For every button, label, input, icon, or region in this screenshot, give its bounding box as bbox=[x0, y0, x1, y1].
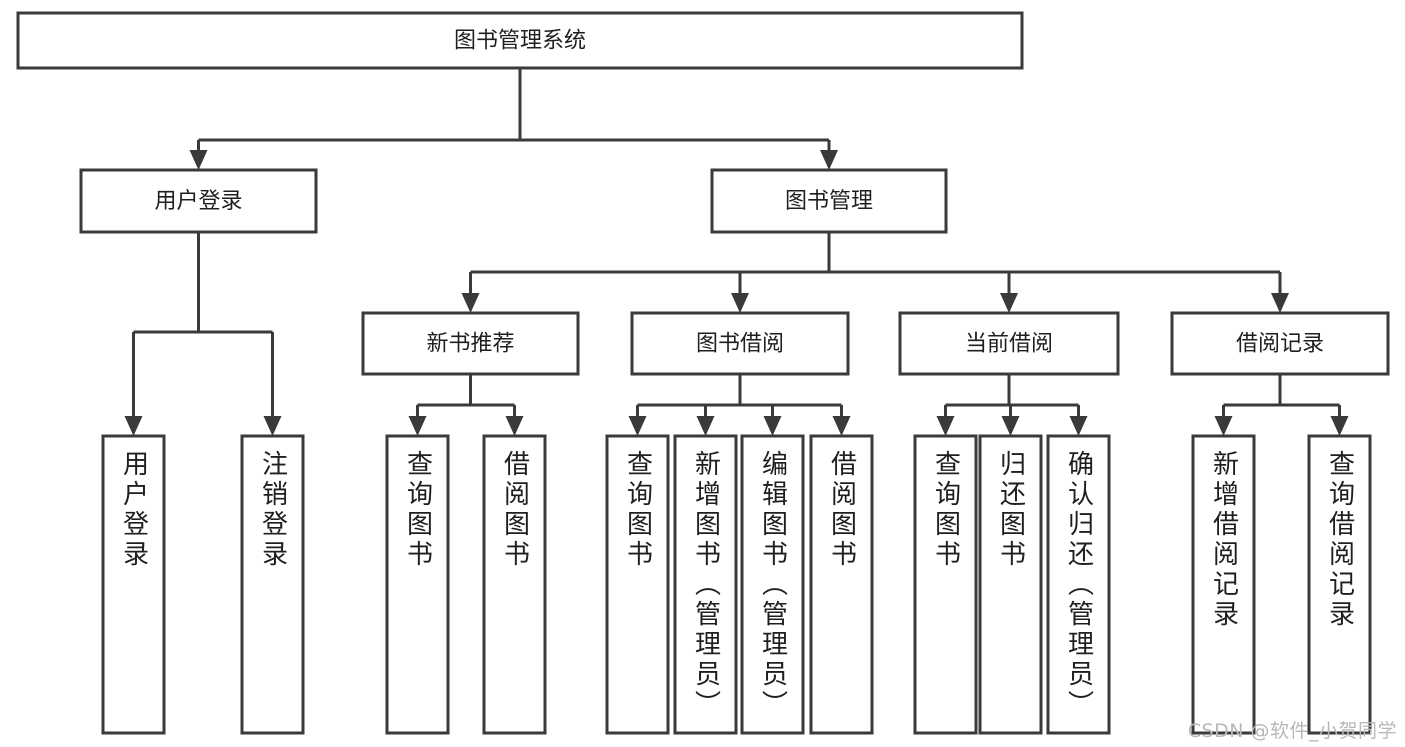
root-label: 图书管理系统 bbox=[454, 29, 586, 54]
node-label-book-manage: 图书管理 bbox=[785, 189, 873, 214]
leaf-box-leaf-borrow-book[interactable] bbox=[809, 434, 874, 735]
arrow-to-leaf-add-record-head bbox=[1214, 416, 1233, 436]
node-box-new-book-rec[interactable] bbox=[361, 311, 580, 376]
arrow-to-new-book-rec-head bbox=[461, 293, 480, 313]
connectors-layer bbox=[124, 68, 1349, 436]
leaf-box-leaf-query-book-borrow[interactable] bbox=[605, 434, 670, 735]
node-label-new-book-rec: 新书推荐 bbox=[426, 332, 514, 357]
arrow-to-leaf-add-book-head bbox=[696, 416, 715, 436]
root-box-book-system[interactable] bbox=[16, 11, 1024, 70]
arrow-to-leaf-query-book-rec-head bbox=[408, 416, 427, 436]
arrow-to-leaf-query-book-current-head bbox=[936, 416, 955, 436]
leaf-box-leaf-query-book-current[interactable] bbox=[913, 434, 978, 735]
leaf-box-leaf-return-book[interactable] bbox=[978, 434, 1043, 735]
leaf-box-leaf-edit-book[interactable] bbox=[740, 434, 805, 735]
leaf-box-leaf-add-book[interactable] bbox=[673, 434, 738, 735]
arrow-to-book-borrow-head bbox=[731, 293, 749, 313]
node-box-borrow-record[interactable] bbox=[1170, 311, 1390, 376]
arrow-to-leaf-user-logout-head bbox=[263, 416, 282, 436]
arrow-to-leaf-borrow-book-rec-head bbox=[505, 416, 524, 436]
arrow-to-borrow-record-head bbox=[1271, 293, 1289, 313]
arrow-to-leaf-return-book-head bbox=[1001, 416, 1020, 436]
arrow-to-leaf-borrow-book-head bbox=[832, 416, 851, 436]
node-box-current-borrow[interactable] bbox=[898, 311, 1120, 376]
arrow-to-leaf-query-record-head bbox=[1330, 416, 1349, 436]
arrow-to-book-manage-head bbox=[820, 150, 838, 170]
boxes-layer bbox=[16, 11, 1390, 735]
leaf-box-leaf-borrow-book-rec[interactable] bbox=[482, 434, 547, 735]
leaf-box-leaf-confirm-return[interactable] bbox=[1046, 434, 1111, 735]
leaf-box-leaf-query-book-rec[interactable] bbox=[385, 434, 450, 735]
leaf-box-leaf-user-login[interactable] bbox=[101, 434, 166, 735]
arrow-to-leaf-confirm-return-head bbox=[1069, 416, 1088, 436]
node-box-book-manage[interactable] bbox=[710, 168, 948, 234]
node-label-borrow-record: 借阅记录 bbox=[1236, 332, 1324, 357]
leaf-box-leaf-query-record[interactable] bbox=[1307, 434, 1372, 735]
node-box-user-login[interactable] bbox=[79, 168, 318, 234]
node-box-book-borrow[interactable] bbox=[630, 311, 850, 376]
node-label-book-borrow: 图书借阅 bbox=[696, 332, 784, 357]
arrow-to-current-borrow-head bbox=[1000, 293, 1018, 313]
arrow-to-leaf-user-login-head bbox=[124, 416, 143, 436]
arrow-to-user-login-head bbox=[189, 150, 208, 170]
node-label-current-borrow: 当前借阅 bbox=[965, 332, 1053, 357]
arrow-to-leaf-edit-book-head bbox=[763, 416, 782, 436]
node-label-user-login: 用户登录 bbox=[154, 189, 242, 214]
leaf-box-leaf-add-record[interactable] bbox=[1191, 434, 1256, 735]
watermark-text: CSDN @软件_小贺同学 bbox=[1187, 720, 1397, 742]
leaf-box-leaf-user-logout[interactable] bbox=[240, 434, 305, 735]
arrow-to-leaf-query-book-borrow-head bbox=[628, 416, 647, 436]
